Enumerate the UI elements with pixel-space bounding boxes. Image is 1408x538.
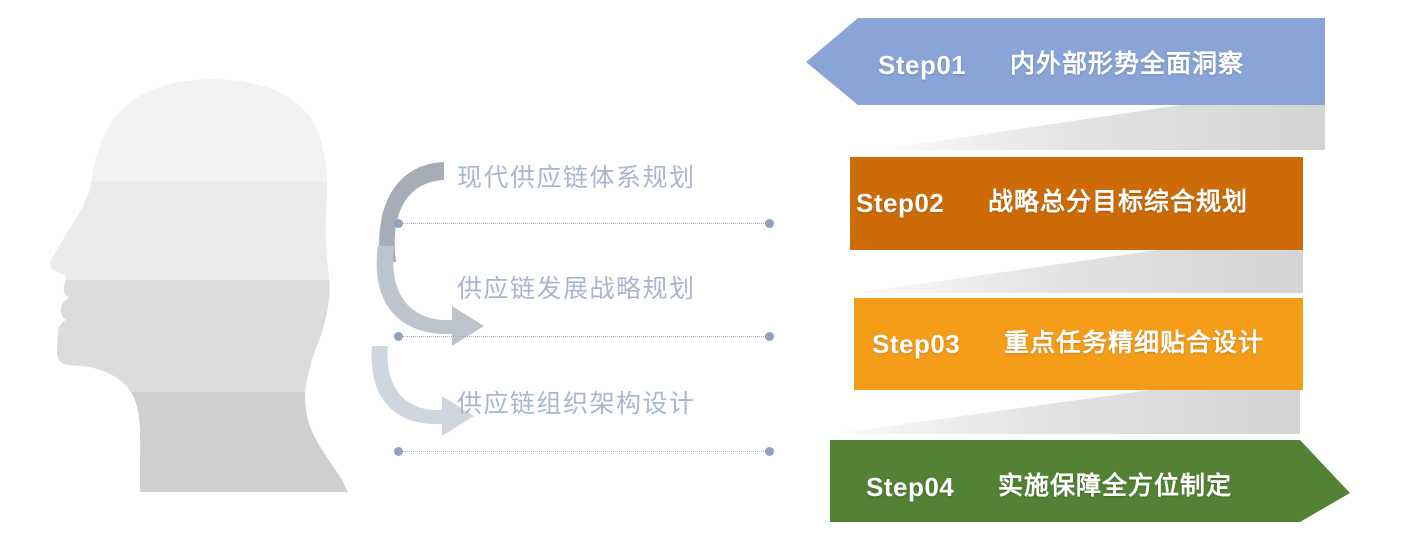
shadow-wedge-1 bbox=[878, 105, 1325, 150]
connector-line bbox=[398, 451, 770, 452]
curved-arrow-3 bbox=[371, 346, 474, 436]
step-description-2: 战略总分目标综合规划 bbox=[988, 188, 1249, 216]
step-shape-4 bbox=[830, 440, 1350, 522]
shadow-wedge-3 bbox=[832, 390, 1300, 434]
step-description-1: 内外部形势全面洞察 bbox=[1010, 50, 1245, 78]
connector-dot-right bbox=[765, 332, 774, 341]
step-shape-1 bbox=[806, 18, 1325, 105]
step-description-3: 重点任务精细贴合设计 bbox=[1004, 329, 1265, 357]
dotted-connector-1 bbox=[394, 219, 774, 228]
step-number-2: Step02 bbox=[856, 188, 945, 218]
topic-label-1: 现代供应链体系规划 bbox=[457, 164, 696, 192]
connector-line bbox=[398, 223, 770, 224]
step-shape-3 bbox=[854, 298, 1303, 390]
step-number-1: Step01 bbox=[878, 50, 967, 80]
connector-line bbox=[398, 336, 770, 337]
dotted-connector-2 bbox=[394, 332, 774, 341]
connector-dot-right bbox=[765, 219, 774, 228]
illustration-panel: 现代供应链体系规划 供应链发展战略规划 供应链组织架构设计 bbox=[50, 79, 774, 492]
step-shape-2 bbox=[850, 157, 1303, 250]
topic-label-3: 供应链组织架构设计 bbox=[457, 390, 696, 418]
connector-dot-right bbox=[765, 447, 774, 456]
step-number-4: Step04 bbox=[866, 472, 955, 502]
step-description-4: 实施保障全方位制定 bbox=[998, 472, 1233, 500]
dotted-connector-3 bbox=[394, 447, 774, 456]
topic-label-2: 供应链发展战略规划 bbox=[457, 275, 696, 303]
curved-arrow-2 bbox=[376, 246, 484, 346]
curved-arrow-1 bbox=[377, 152, 444, 262]
step-number-3: Step03 bbox=[872, 329, 961, 359]
curved-arrows-group bbox=[371, 152, 484, 436]
head-profile-icon bbox=[50, 79, 348, 492]
shadow-wedge-2 bbox=[856, 250, 1303, 293]
